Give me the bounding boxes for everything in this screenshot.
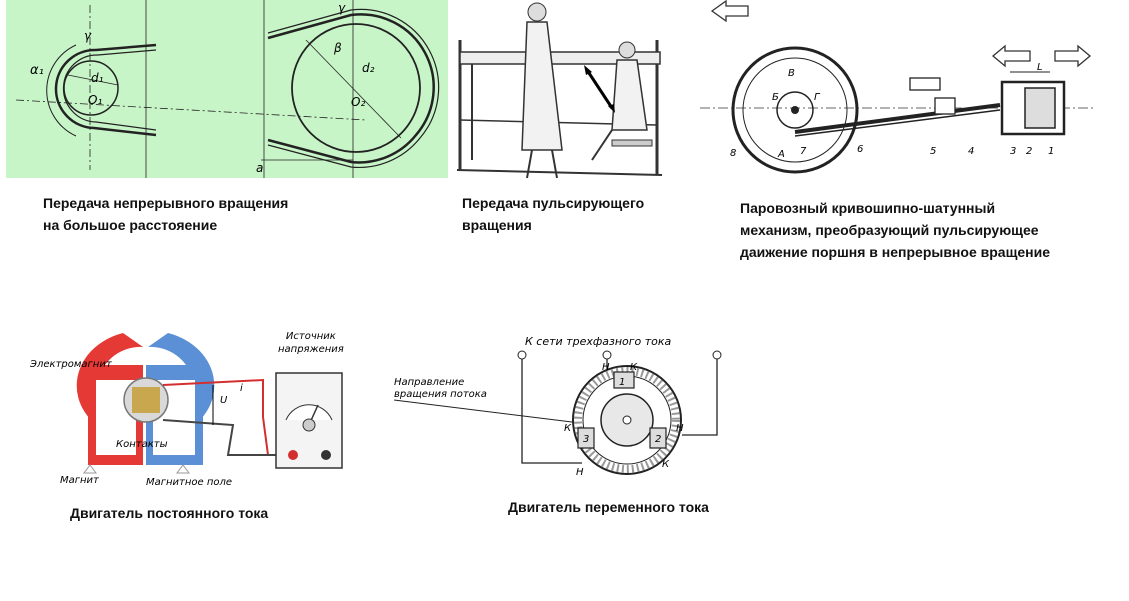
piston <box>1024 87 1056 129</box>
dc-label-u: U <box>220 395 228 406</box>
dc-label-field: Магнитное поле <box>146 477 232 488</box>
dc-label-source: Источник напряжения <box>278 331 344 355</box>
ac-label-1: 1 <box>619 377 625 388</box>
steam-label-3: 3 <box>1010 146 1016 157</box>
steam-label-6: 6 <box>857 144 863 155</box>
steam-label-5: 5 <box>930 146 936 157</box>
ac-label-n-right: Н <box>676 423 684 434</box>
steam-label-4: 4 <box>968 146 974 157</box>
terminal-black <box>321 450 331 460</box>
steam-label-8: 8 <box>730 148 736 159</box>
ac-label-n-bottom: Н <box>576 467 584 478</box>
label-d2: d₂ <box>362 61 375 75</box>
coil-2 <box>649 427 667 449</box>
label-gamma-left: γ <box>84 29 92 43</box>
steam-label-7: 7 <box>800 146 807 157</box>
bow-arrow-icon <box>585 69 614 109</box>
ac-label-k-right: К <box>662 459 670 470</box>
terminal-red <box>288 450 298 460</box>
label-a: a <box>256 161 263 175</box>
dc-label-electromagnet: Электромагнит <box>29 359 113 370</box>
pulsating-transmission-sketch <box>452 0 667 190</box>
ac-label-3: 3 <box>583 434 589 445</box>
steam-label-2: 2 <box>1026 146 1032 157</box>
ac-label-k-top: К <box>630 362 638 373</box>
dc-label-magnet: Магнит <box>60 475 100 486</box>
ac-label-k-left: К <box>564 423 572 434</box>
ac-label-direction: Направление вращения потока <box>394 377 487 400</box>
coil-3 <box>577 427 595 449</box>
arrow-right-icon <box>1054 44 1092 68</box>
ac-label-n-top: Н <box>602 362 610 373</box>
arrow-left-icon <box>991 44 1031 68</box>
wire-red <box>162 378 269 456</box>
label-o1: O₁ <box>88 93 102 107</box>
seated-man <box>618 41 636 59</box>
large-pulley <box>291 23 421 153</box>
caption-dc-motor: Двигатель постоянного тока <box>70 505 269 521</box>
steam-label-b: Б <box>772 92 779 103</box>
steam-label-v: В <box>788 68 795 79</box>
voltage-source-box <box>275 372 343 469</box>
label-alpha1: α₁ <box>30 63 44 78</box>
caption-ac-motor: Двигатель переменного тока <box>508 499 709 515</box>
standing-man <box>527 2 547 22</box>
steam-label-g: Г <box>814 92 821 103</box>
lathe-shaft <box>459 51 661 65</box>
ac-label-network: К сети трехфазного тока <box>525 335 672 348</box>
drive-wheel <box>731 46 859 174</box>
caption-steam-mechanism: Паровозный кривошипно-шатунный механизм,… <box>740 200 1051 260</box>
connecting-rod <box>794 103 1001 134</box>
belt-drive-diagram: α₁ γ d₁ O₁ γ β d₂ O₂ a <box>6 0 448 178</box>
steam-label-a: А <box>777 149 785 160</box>
dc-label-contacts: Контакты <box>116 439 168 450</box>
steam-label-1: 1 <box>1048 146 1054 157</box>
belt-right <box>267 13 435 164</box>
belt-left <box>54 43 157 137</box>
belt-diagram-background <box>6 0 448 178</box>
caption-pulsating: Передача пульсирующего вращения <box>462 195 645 233</box>
steam-crank-mechanism-diagram: В Б Г А 7 8 6 5 4 3 2 1 L <box>700 40 1095 180</box>
arrow-left-icon <box>710 0 750 22</box>
label-gamma-right: γ <box>338 1 346 15</box>
dc-label-i: i <box>240 383 243 394</box>
dc-motor-diagram: Электромагнит i U Контакты Магнит Магнит… <box>28 325 348 490</box>
label-d1: d₁ <box>91 71 104 85</box>
caption-belt-drive: Передача непрерывного вращения на большо… <box>43 195 289 233</box>
ac-motor-diagram: К сети трехфазного тока Н К 1 К 3 Н 2 К … <box>392 335 732 485</box>
steam-label-l: L <box>1037 62 1043 73</box>
coil-1 <box>613 371 635 389</box>
label-beta: β <box>333 41 342 55</box>
ac-label-2: 2 <box>655 434 661 445</box>
label-o2: O₂ <box>351 95 365 109</box>
